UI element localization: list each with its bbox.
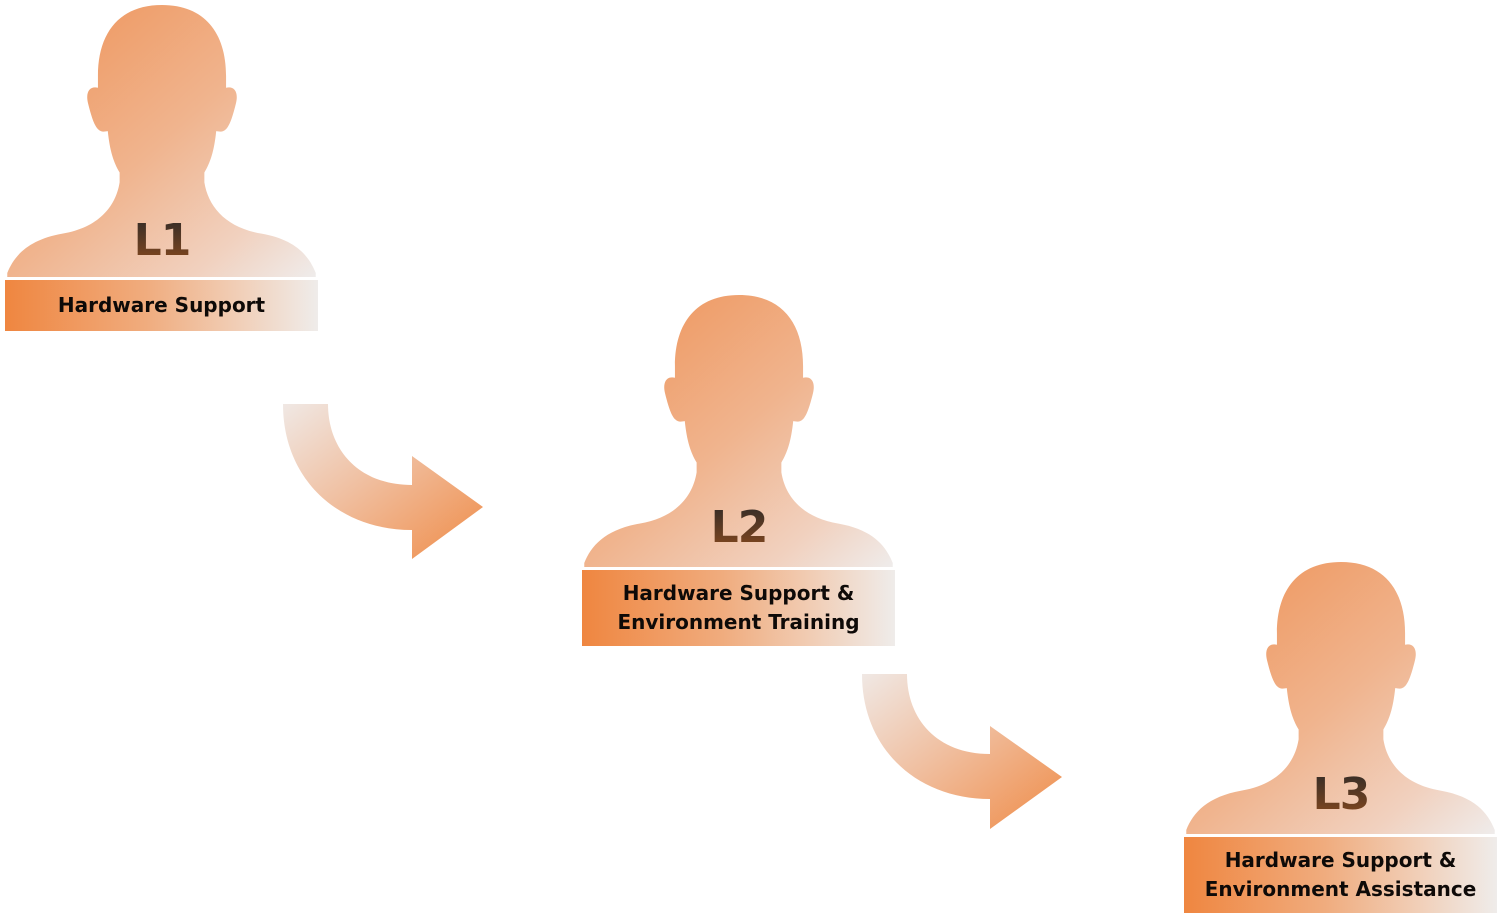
role-box: Hardware Support (5, 280, 318, 331)
curved-arrow-icon (283, 404, 483, 559)
person-silhouette-icon (1186, 562, 1495, 834)
curved-arrow-icon (862, 674, 1062, 829)
level-card-l2: L2 Hardware Support & Environment Traini… (582, 295, 896, 647)
role-text-line-2: Environment Training (617, 610, 860, 634)
role-text-line-1: Hardware Support & (622, 581, 855, 605)
level-card-l3: L3 Hardware Support & Environment Assist… (1184, 562, 1498, 914)
role-text: Hardware Support (57, 293, 266, 317)
level-label: L1 (5, 215, 319, 266)
person-silhouette-icon (584, 295, 893, 567)
role-box: Hardware Support & Environment Training (582, 570, 895, 646)
role-box: Hardware Support & Environment Assistanc… (1184, 837, 1497, 913)
level-label: L3 (1184, 769, 1498, 820)
person-silhouette-icon (7, 5, 316, 277)
role-text-line-2: Environment Assistance (1204, 877, 1477, 901)
level-card-l1: L1 Hardware Support (5, 5, 319, 332)
role-text-line-1: Hardware Support & (1224, 848, 1457, 872)
level-label: L2 (582, 502, 896, 553)
